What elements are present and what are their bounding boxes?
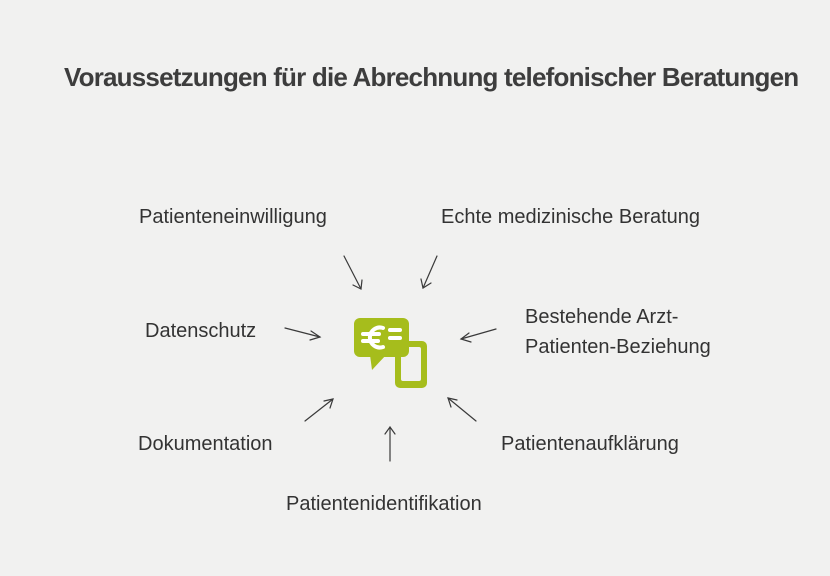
label-echte-medizinische-beratung: Echte medizinische Beratung — [441, 206, 701, 228]
arrow-datenschutz — [284, 327, 322, 341]
label-dokumentation: Dokumentation — [138, 433, 273, 455]
arrow-patientenaufklaerung — [447, 397, 477, 422]
arrow-echte-medizinische-beratung — [420, 255, 438, 289]
text-lines — [388, 328, 402, 340]
label-bestehende-arzt-patienten-beziehung: Bestehende Arzt-Patienten-Beziehung — [525, 306, 711, 358]
connector-arrows — [284, 255, 497, 462]
arrow-patientenidentifikation — [384, 425, 396, 462]
euro-chat-phone-icon — [354, 318, 427, 388]
diagram-title: Voraussetzungen für die Abrechnung telef… — [64, 62, 799, 92]
speech-bubble-tail — [370, 355, 386, 370]
arrow-patienteneinwilligung — [343, 255, 363, 290]
label-patientenaufklaerung: Patientenaufklärung — [501, 433, 679, 455]
label-patientenidentifikation: Patientenidentifikation — [286, 493, 482, 515]
label-datenschutz: Datenschutz — [145, 320, 257, 342]
euro-symbol — [361, 325, 385, 350]
speech-bubble — [354, 318, 409, 357]
arrow-bestehende-arzt-patienten-beziehung — [459, 328, 497, 343]
label-patienteneinwilligung: Patienteneinwilligung — [139, 206, 327, 228]
arrow-dokumentation — [304, 398, 334, 422]
